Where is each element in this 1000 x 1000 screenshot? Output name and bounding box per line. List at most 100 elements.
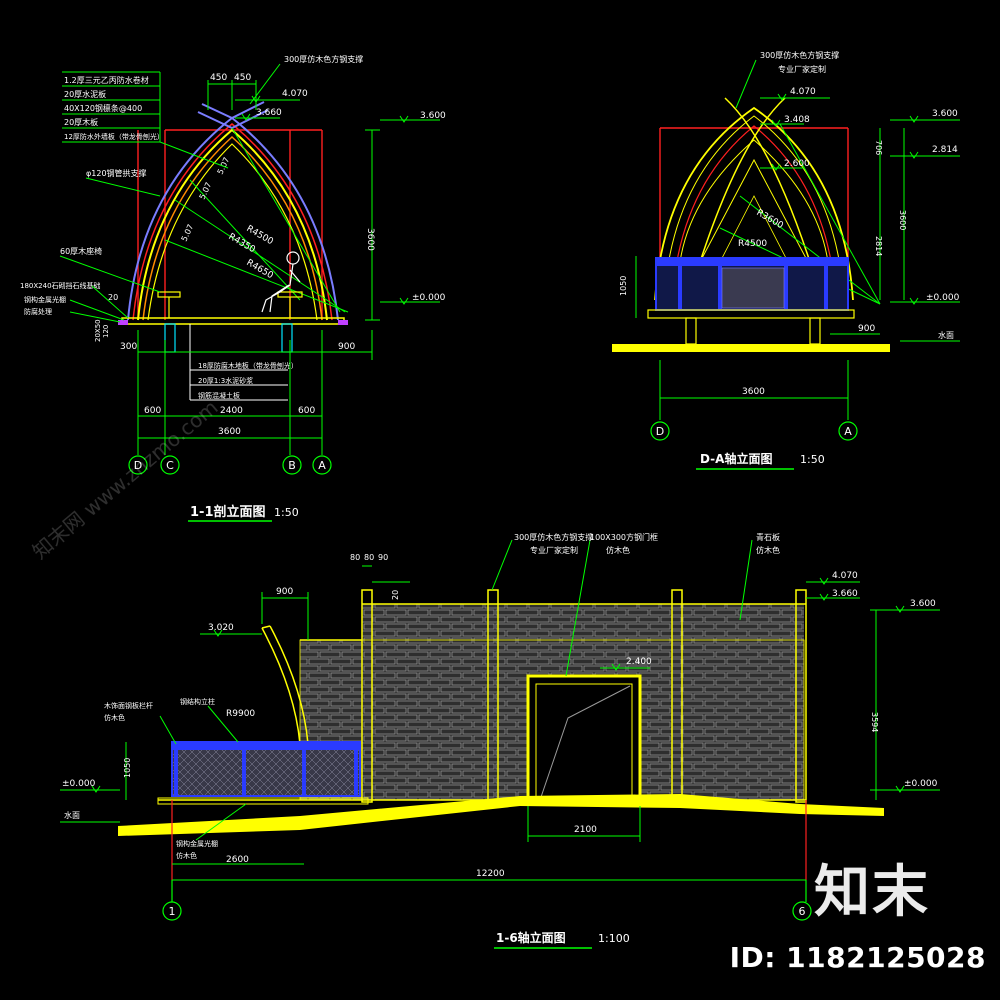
s3-dim-r9900: R9900 xyxy=(226,709,255,719)
s3-level-7: ±0.000 xyxy=(904,779,938,789)
s2-level-6: ±0.000 xyxy=(926,293,960,303)
s3-axis-6: 6 xyxy=(799,905,806,918)
s2-level-3: 2.600 xyxy=(784,159,810,169)
s1-dim-top-1: 450 xyxy=(210,73,227,83)
s3-note-8: 仿木色 xyxy=(104,713,125,722)
s3-note-1: 300厚仿木色方钢支撑 xyxy=(514,532,593,542)
s2-dim-3600v: 3600 xyxy=(898,210,907,230)
height-dimension xyxy=(235,95,440,321)
s3-level-6: ±0.000 xyxy=(62,779,96,789)
s2-radius-2: R4500 xyxy=(738,239,767,249)
s3-note-7: 木饰面钢板栏杆 xyxy=(104,701,153,710)
s1-scale: 1:50 xyxy=(274,506,299,519)
s2-water-line xyxy=(612,344,890,352)
s2-note-1: 300厚仿木色方钢支撑 xyxy=(760,50,839,60)
s1-title: 1-1剖立面图 xyxy=(190,504,266,520)
s1-dim-3600: 3600 xyxy=(218,427,241,437)
s3-axis-lines xyxy=(171,800,807,880)
s1-level-eave: 3.600 xyxy=(420,111,446,121)
s2-axis-bubbles xyxy=(650,421,858,441)
s1-dim-2400: 2400 xyxy=(220,406,243,416)
s3-dim-2100: 2100 xyxy=(574,825,597,835)
s3-bottom-dims xyxy=(172,806,806,881)
s3-note-6: 仿木色 xyxy=(756,545,780,555)
s1-note-13: 钢筋混凝土板 xyxy=(198,391,240,400)
s2-dim-2814: 2814 xyxy=(874,236,883,256)
s2-axis-a: A xyxy=(844,425,852,438)
s1-axis-bubbles xyxy=(128,455,332,475)
s1-axis-c: C xyxy=(166,459,174,472)
s3-railing xyxy=(171,741,361,797)
s3-note-4: 仿木色 xyxy=(606,545,630,555)
s3-top-dims xyxy=(261,565,410,640)
s2-level-5: 2.814 xyxy=(932,145,958,155)
s2-dim-900: 900 xyxy=(858,324,875,334)
s3-dim-3594: 3594 xyxy=(870,712,879,732)
radius-lines xyxy=(164,127,349,313)
s3-note-leaders xyxy=(159,539,753,841)
s3-dim-90: 90 xyxy=(378,553,388,562)
s1-note-11: 18厚防腐木地板（带龙骨刨光） xyxy=(198,361,298,370)
s1-note-8: 180X240石砌挡石线基础 xyxy=(20,281,101,290)
watermark-brand: 知末 xyxy=(814,860,930,925)
s3-level-3: 3.600 xyxy=(910,599,936,609)
s1-note-9: 钢构金属光棚 xyxy=(24,295,66,304)
s3-note-10: 钢构金属光棚 xyxy=(176,839,218,848)
s3-dim-1050: 1050 xyxy=(123,758,132,778)
s3-level-1: 4.070 xyxy=(832,571,858,581)
s1-floor-notes xyxy=(189,324,288,401)
s1-dim-600-left: 600 xyxy=(144,406,161,416)
s2-level-marks xyxy=(635,93,960,335)
s1-note-2: 20厚水泥板 xyxy=(64,89,106,99)
s1-note-7: 60厚木座椅 xyxy=(60,246,102,256)
s1-level-floor: ±0.000 xyxy=(412,293,446,303)
s2-level-1: 4.070 xyxy=(790,87,816,97)
s3-axis-bubbles xyxy=(162,880,812,921)
s1-top-dims xyxy=(207,80,257,110)
s2-arch xyxy=(654,106,854,301)
s2-railing xyxy=(655,257,849,311)
s2-level-2: 3.408 xyxy=(784,115,810,125)
s3-dim-80b: 80 xyxy=(364,553,374,562)
s3-scale: 1:100 xyxy=(598,932,630,945)
s3-level-5: 2.400 xyxy=(626,657,652,667)
s3-level-2: 3.660 xyxy=(832,589,858,599)
s1-note-10: 防腐处理 xyxy=(24,307,52,316)
s2-level-4: 3.600 xyxy=(932,109,958,119)
s1-note-5: 12厚防水外墙板（带龙骨刨光） xyxy=(64,132,164,141)
s3-dim-80a: 80 xyxy=(350,553,360,562)
s2-ground: 水面 xyxy=(938,330,954,340)
s1-note-3: 40X120钢檩条@400 xyxy=(64,103,142,113)
s1-dim-600-right: 600 xyxy=(298,406,315,416)
s3-dim-2600: 2600 xyxy=(226,855,249,865)
s1-note-4: 20厚木板 xyxy=(64,117,98,127)
s3-dim-20: 20 xyxy=(391,590,400,600)
s2-crossed-ribs xyxy=(699,97,811,263)
watermark-id: ID: 1182125028 xyxy=(729,941,986,974)
bench-and-figure xyxy=(157,251,303,318)
s3-level-4: 3.020 xyxy=(208,623,234,633)
s3-note-2: 专业厂家定制 xyxy=(530,545,578,555)
s2-axis-d: D xyxy=(656,425,664,438)
s1-dim-height: 3600 xyxy=(365,228,375,251)
s1-dim-900: 900 xyxy=(338,342,355,352)
floor-slab xyxy=(118,317,348,353)
s3-note-5: 青石板 xyxy=(756,532,780,542)
s1-dim-20a: 20 xyxy=(108,293,118,302)
s2-dim-3600h: 3600 xyxy=(742,387,765,397)
s3-dim-12200: 12200 xyxy=(476,869,505,879)
s1-note-12: 20厚1:3水泥砂浆 xyxy=(198,376,253,385)
s3-level-marks xyxy=(60,577,940,823)
s1-left-leaders xyxy=(69,285,129,323)
s1-level-second: 3.660 xyxy=(256,108,282,118)
s1-dim-top-2: 450 xyxy=(234,73,251,83)
s2-note-2: 专业厂家定制 xyxy=(778,64,826,74)
s3-ground-label: 水面 xyxy=(64,810,80,820)
s3-door xyxy=(526,674,642,802)
section-1-6: 4.070 3.660 3.600 3.020 2.400 ±0.000 ±0.… xyxy=(60,532,940,949)
section-1-1: 3600 4.070 3.660 3.600 ±0.000 R4500 R435… xyxy=(20,54,446,522)
s2-bottom-dims xyxy=(659,360,849,420)
s3-note-9: 钢结构立柱 xyxy=(180,697,215,706)
s1-dim-300: 300 xyxy=(120,342,137,352)
